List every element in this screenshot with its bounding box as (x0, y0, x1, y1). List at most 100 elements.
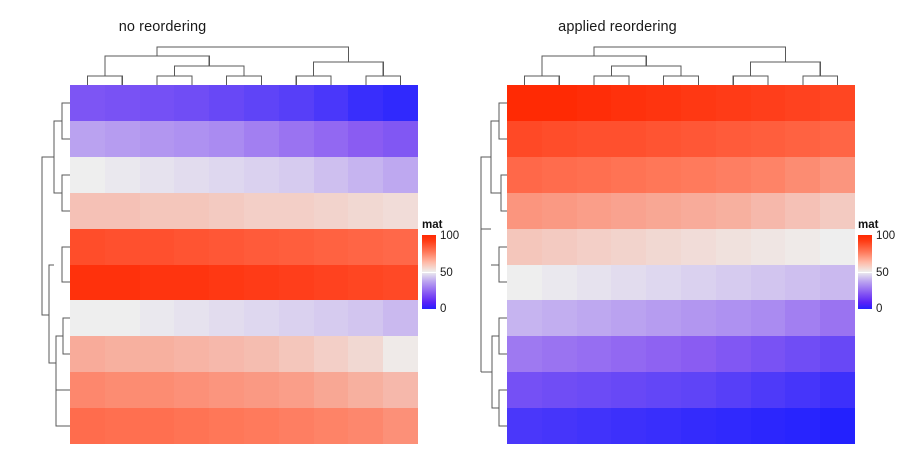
heatmap-cell (383, 408, 418, 444)
heatmap-cell (507, 85, 542, 121)
heatmap-cell (70, 300, 105, 337)
heatmap-cell (576, 408, 612, 444)
heatmap-cell (278, 408, 314, 444)
heatmap-cell (243, 192, 279, 229)
heatmap-cell (611, 192, 647, 229)
heatmap-right (507, 85, 855, 444)
heatmap-cell (541, 372, 577, 409)
heatmap-cell (750, 120, 786, 157)
heatmap-cell (576, 336, 612, 373)
heatmap-cell (383, 85, 418, 121)
heatmap-cell (680, 300, 716, 337)
heatmap-cell (750, 336, 786, 373)
legend-tick-0-right (858, 309, 872, 310)
heatmap-cell (541, 264, 577, 301)
heatmap-cell (278, 156, 314, 193)
panel-title-left: no reordering (118, 19, 207, 35)
heatmap-cell (139, 408, 175, 444)
heatmap-cell (611, 85, 647, 121)
heatmap-cell (70, 372, 105, 409)
heatmap-cell (611, 264, 647, 301)
heatmap-cell (278, 85, 314, 121)
heatmap-cell (348, 408, 384, 444)
heatmap-cell (174, 300, 210, 337)
heatmap-cell (820, 300, 855, 337)
heatmap-cell (383, 192, 418, 229)
heatmap-cell (174, 408, 210, 444)
heatmap-cell (715, 228, 751, 265)
heatmap-cell (785, 228, 821, 265)
heatmap-cell (278, 336, 314, 373)
heatmap-cell (278, 192, 314, 229)
heatmap-cell (646, 336, 681, 373)
legend-label-50-right: 50 (876, 267, 889, 279)
heatmap-cell (313, 408, 349, 444)
heatmap-cell (541, 192, 577, 229)
heatmap-cell (209, 228, 244, 265)
heatmap-cell (646, 300, 681, 337)
heatmap-cell (576, 264, 612, 301)
panel-applied-reordering: applied reordering (455, 0, 910, 460)
heatmap-cell (139, 156, 175, 193)
legend-tick-100-left (422, 234, 436, 235)
heatmap-cell (785, 192, 821, 229)
heatmap-cell (715, 300, 751, 337)
heatmap-cell (348, 156, 384, 193)
heatmap-cell (348, 372, 384, 409)
heatmap-cell (611, 228, 647, 265)
heatmap-cell (278, 372, 314, 409)
heatmap-cell (646, 192, 681, 229)
heatmap-cell (209, 120, 244, 157)
heatmap-cell (507, 336, 542, 373)
heatmap-cell (680, 85, 716, 121)
heatmap-cell (576, 156, 612, 193)
heatmap-cell (383, 264, 418, 301)
heatmap-cell (611, 156, 647, 193)
heatmap-cell (243, 408, 279, 444)
heatmap-cell (750, 192, 786, 229)
heatmap-cell (611, 372, 647, 409)
heatmap-cell (680, 156, 716, 193)
heatmap-cell (646, 408, 681, 444)
heatmap-cell (278, 228, 314, 265)
heatmap-cell (750, 264, 786, 301)
heatmap-cell (313, 85, 349, 121)
heatmap-cell (785, 156, 821, 193)
heatmap-cell (174, 192, 210, 229)
heatmap-cell (541, 300, 577, 337)
heatmap-cell (576, 300, 612, 337)
heatmap-cell (348, 300, 384, 337)
heatmap-cell (820, 156, 855, 193)
legend-title-left: mat (422, 219, 443, 231)
heatmap-cell (104, 192, 140, 229)
heatmap-cell (611, 336, 647, 373)
heatmap-cell (383, 120, 418, 157)
heatmap-cell (785, 408, 821, 444)
heatmap-cell (507, 408, 542, 444)
heatmap-cell (715, 85, 751, 121)
legend-body-right: 100 50 0 (858, 230, 906, 315)
heatmap-cell (646, 372, 681, 409)
heatmap-cell (383, 228, 418, 265)
heatmap-cell (313, 228, 349, 265)
heatmap-cell (243, 300, 279, 337)
heatmap-cell (278, 300, 314, 337)
heatmap-cell (209, 408, 244, 444)
heatmap-cell (715, 408, 751, 444)
legend-tick-50-right (858, 272, 872, 273)
heatmap-cell (278, 120, 314, 157)
heatmap-cell (680, 336, 716, 373)
heatmap-cell (750, 408, 786, 444)
heatmap-cell (785, 372, 821, 409)
heatmap-cell (104, 156, 140, 193)
panel-no-reordering: no reordering (38, 19, 459, 444)
heatmap-cell (507, 156, 542, 193)
row-dendrogram-left (38, 85, 70, 444)
heatmap-cell (750, 372, 786, 409)
heatmap-cell (820, 120, 855, 157)
heatmap-cell (209, 264, 244, 301)
heatmap-cell (174, 156, 210, 193)
heatmap-cell (104, 372, 140, 409)
heatmap-cell (383, 300, 418, 337)
